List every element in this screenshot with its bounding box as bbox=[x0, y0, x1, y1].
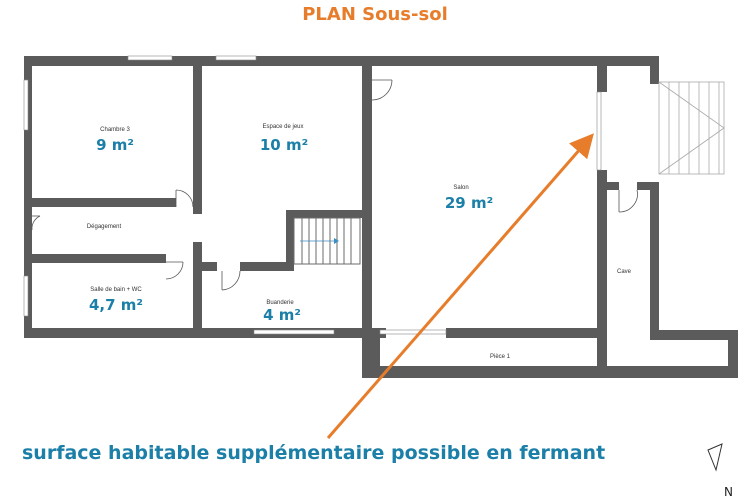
wall-cave-bottom-right bbox=[650, 330, 738, 340]
wall-jeux-bottom-b bbox=[240, 262, 294, 271]
room-cave-label: Cave bbox=[617, 269, 632, 275]
windows bbox=[23, 55, 602, 335]
wall-entry-bottom-b bbox=[637, 182, 659, 190]
wall-cave-right bbox=[650, 190, 659, 340]
room-buanderie-label: Buanderie bbox=[266, 300, 294, 306]
wall-left-outer bbox=[24, 56, 32, 338]
room-degagement-label: Dégagement bbox=[87, 224, 122, 230]
wall-stair-left bbox=[286, 210, 294, 270]
interior-stair bbox=[293, 217, 361, 265]
room-espace-jeux-area: 10 m² bbox=[260, 136, 308, 154]
wall-salon-right-upper bbox=[597, 66, 607, 92]
doors bbox=[31, 79, 638, 291]
wall-chambre-jeux bbox=[193, 56, 202, 214]
wall-top-right bbox=[364, 56, 658, 66]
wall-piece1-left bbox=[372, 338, 380, 366]
wall-jeux-bottom-a bbox=[193, 262, 217, 271]
caption-text: surface habitable supplémentaire possibl… bbox=[22, 442, 605, 464]
wall-entry-right-top bbox=[650, 56, 659, 84]
wall-chambre-bottom bbox=[24, 198, 176, 207]
wall-bottom-outer bbox=[362, 366, 738, 378]
room-espace-jeux-label: Espace de jeux bbox=[262, 124, 303, 130]
room-salon-label: Salon bbox=[453, 185, 468, 191]
wall-salon-right-lower bbox=[597, 170, 607, 368]
walls bbox=[24, 56, 738, 378]
wall-buanderie-bottom bbox=[334, 328, 372, 338]
pointer-arrow bbox=[326, 133, 594, 439]
room-chambre-3-area: 9 m² bbox=[96, 136, 134, 154]
window-chambre bbox=[23, 79, 29, 131]
window-jeux-top bbox=[215, 55, 257, 61]
window-sdb bbox=[23, 275, 29, 317]
room-piece-1-label: Pièce 1 bbox=[490, 354, 511, 360]
room-buanderie-area: 4 m² bbox=[263, 306, 301, 324]
wall-entry-bottom-a bbox=[597, 182, 619, 190]
wall-stair-top bbox=[286, 210, 366, 218]
compass-north-label: N bbox=[724, 485, 733, 499]
room-sdb-area: 4,7 m² bbox=[89, 296, 143, 314]
compass: N bbox=[707, 443, 733, 499]
room-salon-area: 29 m² bbox=[445, 194, 493, 212]
wall-salon-bottom bbox=[446, 328, 600, 338]
room-labels: Chambre 3 9 m² Espace de jeux 10 m² Salo… bbox=[87, 124, 632, 360]
window-buanderie bbox=[253, 329, 335, 335]
exterior-stair bbox=[658, 81, 725, 175]
window-salon-bottom bbox=[379, 329, 447, 335]
wall-right-outer bbox=[728, 330, 738, 378]
room-sdb-label: Salle de bain + WC bbox=[90, 287, 142, 293]
wall-sdb-right bbox=[193, 242, 202, 338]
wall-bottom-left bbox=[24, 328, 386, 338]
wall-top-left bbox=[24, 56, 386, 66]
room-chambre-3-label: Chambre 3 bbox=[100, 127, 130, 133]
plan-title: PLAN Sous-sol bbox=[302, 4, 448, 25]
compass-arrow-icon bbox=[707, 443, 723, 472]
window-salon-right bbox=[596, 91, 602, 171]
window-chambre-top bbox=[127, 55, 173, 61]
wall-jeux-salon bbox=[362, 56, 372, 376]
wall-degagement-bottom bbox=[24, 254, 166, 263]
